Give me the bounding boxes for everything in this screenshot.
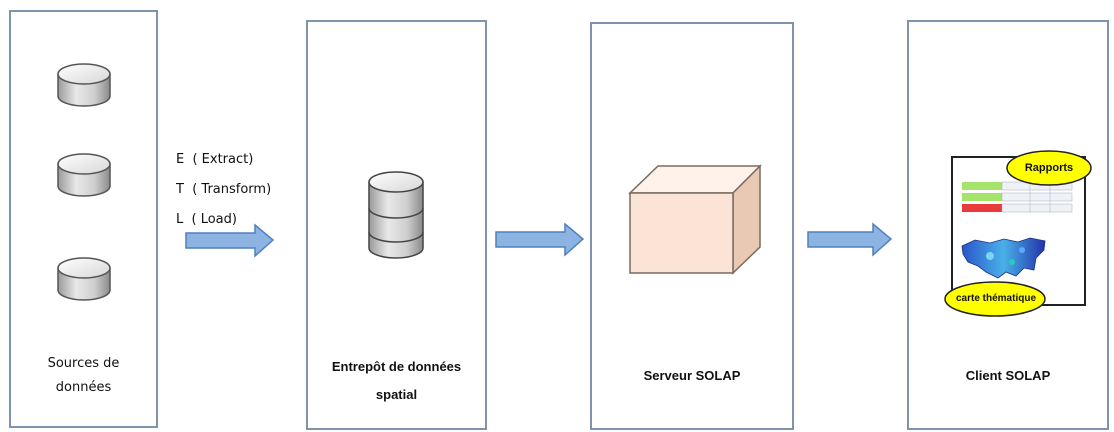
database-icon-1 xyxy=(57,63,111,107)
warehouse-label: Entrepôt de données spatial xyxy=(308,353,485,409)
warehouse-label-line1: Entrepôt de données xyxy=(331,359,462,374)
database-icon-3 xyxy=(57,257,111,301)
reports-bubble-label: Rapports xyxy=(1024,162,1074,174)
warehouse-label-line2: spatial xyxy=(375,387,418,402)
stacked-database-icon xyxy=(368,171,424,259)
arrow-to-client xyxy=(807,222,893,257)
etl-legend: E ( Extract) T ( Transform) L ( Load) xyxy=(176,150,271,240)
sources-label: Sources de données xyxy=(20,352,147,400)
arrow-to-server xyxy=(495,222,585,257)
thematic-map-bubble-label: carte thématique xyxy=(955,293,1037,304)
server-label: Serveur SOLAP xyxy=(643,368,741,383)
sources-label-line2: données xyxy=(55,380,112,395)
etl-load: L ( Load) xyxy=(176,212,237,227)
database-icon-2 xyxy=(57,153,111,197)
cube-icon xyxy=(628,164,762,275)
client-label: Client SOLAP xyxy=(965,368,1051,383)
sources-label-line1: Sources de xyxy=(47,356,120,371)
arrow-to-warehouse xyxy=(185,223,275,258)
thematic-map-bubble xyxy=(944,281,1046,317)
etl-transform: T ( Transform) xyxy=(176,182,272,197)
reports-bubble xyxy=(1006,150,1092,186)
etl-extract: E ( Extract) xyxy=(176,152,254,167)
